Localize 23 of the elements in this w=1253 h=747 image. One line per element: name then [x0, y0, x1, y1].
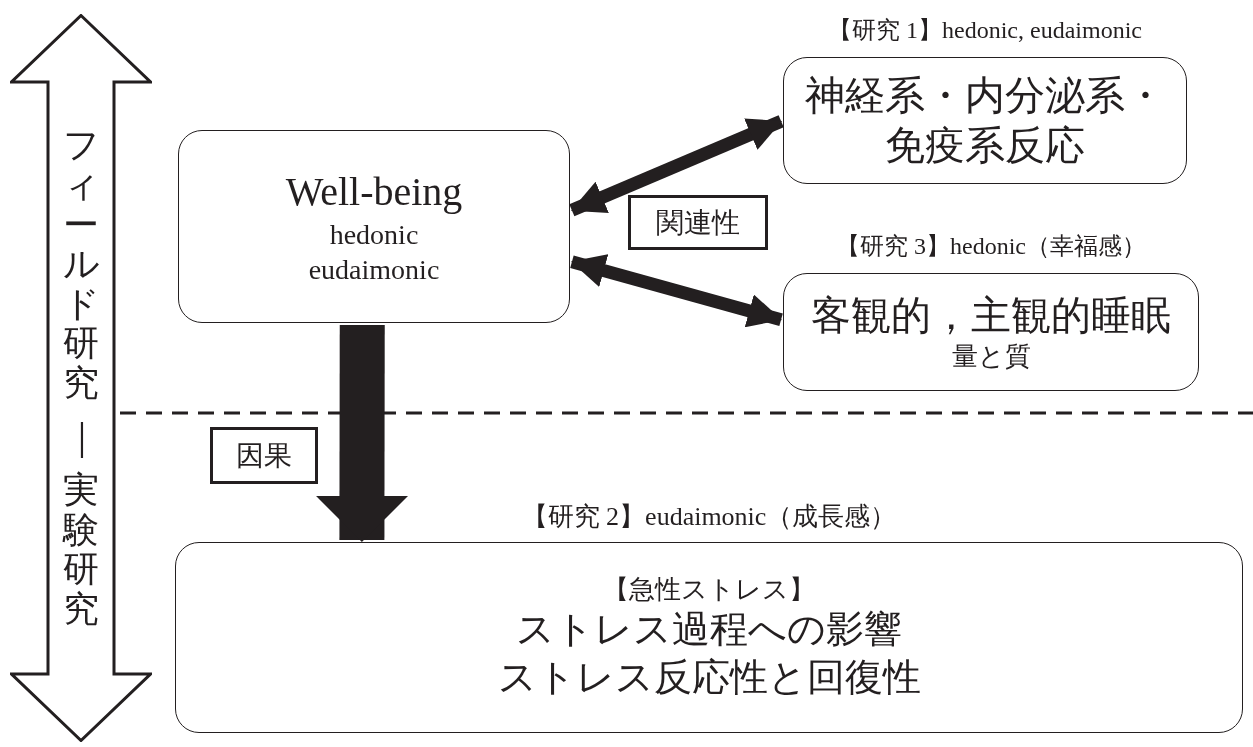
node-text: 神経系・内分泌系・免疫系反応	[804, 71, 1166, 170]
study-heading: 【研究 3】hedonic（幸福感）	[835, 232, 1147, 261]
node-text: ストレス過程への影響	[516, 607, 902, 653]
vertical-text: 実験研究	[63, 471, 99, 630]
study-heading: 【研究 2】eudaimonic（成長感）	[520, 501, 898, 533]
node-text: 【急性ストレス】	[603, 573, 815, 606]
node-text: eudaimonic	[308, 252, 440, 287]
arrow	[569, 115, 784, 217]
node-text: 客観的，主観的睡眠	[811, 291, 1171, 340]
node-text: hedonic	[329, 217, 419, 252]
rounded-box	[178, 130, 570, 323]
node-text: 量と質	[951, 340, 1031, 373]
node-text: 因果	[236, 439, 292, 473]
study-heading: 【研究 1】hedonic, eudaimonic	[827, 16, 1143, 45]
label-box	[210, 427, 318, 484]
arrow	[570, 254, 783, 328]
vertical-text: ｜	[63, 417, 99, 458]
arrow	[315, 324, 408, 542]
vertical-text: フィールド研究	[63, 126, 99, 404]
label-box	[628, 195, 768, 250]
node-text: ストレス反応性と回復性	[497, 654, 921, 700]
node-text: 関連性	[656, 206, 740, 240]
node-text: Well-being	[285, 167, 463, 216]
